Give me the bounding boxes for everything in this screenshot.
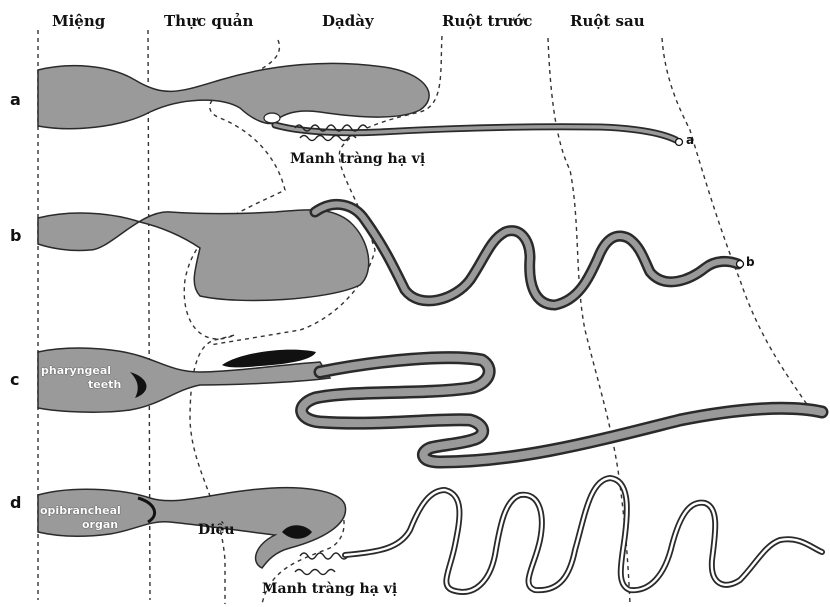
row-label-d: d	[10, 495, 21, 511]
boundary-foregut-hindgut	[548, 38, 630, 604]
gut-d	[38, 478, 822, 592]
gut-b-intestine-outline	[315, 204, 738, 305]
gut-c-intestine-fill	[302, 358, 822, 462]
header-foregut: Ruột trước	[442, 14, 532, 29]
label-pharyngeal: pharyngeal	[41, 365, 111, 377]
row-label-b: b	[10, 228, 21, 244]
label-end-b: b	[746, 256, 755, 268]
label-teeth: teeth	[88, 379, 121, 391]
label-pyloric-caeca-bottom: Manh tràng hạ vị	[262, 582, 397, 596]
label-end-a: a	[686, 134, 694, 146]
row-label-a: a	[10, 92, 21, 108]
boundary-hindgut-right	[662, 38, 818, 420]
header-hindgut: Ruột sau	[570, 14, 645, 29]
gut-a-body	[38, 63, 429, 128]
gut-b-body	[38, 210, 369, 301]
gut-a	[38, 63, 683, 145]
header-stomach: Dạdày	[322, 14, 374, 29]
row-label-c: c	[10, 372, 19, 388]
gut-a-pyloric-valve	[264, 113, 280, 123]
gut-d-intestine-fill	[345, 478, 822, 592]
gut-b-anus	[737, 261, 744, 268]
gut-c	[38, 348, 822, 462]
label-epibranchial: opibrancheal	[40, 505, 121, 517]
gut-b	[38, 204, 744, 305]
label-crop: Diều	[198, 523, 235, 537]
label-organ: organ	[82, 519, 118, 531]
header-esophagus: Thực quản	[164, 14, 253, 29]
label-pyloric-caeca-top: Manh tràng hạ vị	[290, 152, 425, 166]
header-mouth: Miệng	[52, 14, 105, 29]
gut-d-intestine-outline	[345, 478, 822, 592]
gut-a-anus	[676, 139, 683, 146]
